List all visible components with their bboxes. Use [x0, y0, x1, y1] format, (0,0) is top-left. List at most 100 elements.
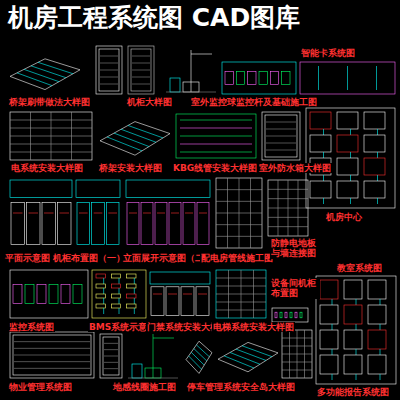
cad-stroke — [104, 362, 118, 363]
cad-stroke — [129, 213, 137, 214]
drawing-caption: 机柜大样图 — [126, 97, 173, 107]
cad-frame — [151, 287, 164, 316]
cad-stroke — [153, 338, 174, 339]
cad-stroke — [31, 66, 66, 78]
cad-frame — [127, 284, 136, 288]
cad-stroke — [199, 213, 207, 214]
cad-frame — [96, 274, 105, 278]
cad-stroke — [132, 77, 150, 78]
cad-iso — [186, 341, 212, 373]
cad-stroke — [289, 330, 290, 378]
cad-frame — [344, 280, 362, 299]
cad-stroke — [119, 308, 120, 314]
cad-frame — [131, 49, 151, 91]
cad-stroke — [332, 299, 333, 305]
cad-frame — [197, 203, 209, 245]
cad-stroke — [51, 112, 52, 160]
cad-stroke — [132, 56, 150, 57]
cad-frame — [111, 274, 120, 278]
cad-frame — [248, 72, 256, 85]
cad-frame — [362, 66, 385, 67]
cad-stroke — [380, 299, 381, 305]
cad-stroke — [191, 54, 212, 55]
cad-frame — [304, 66, 327, 67]
cad-frame — [150, 272, 210, 284]
cad-frame — [13, 284, 22, 303]
cad-stroke — [377, 129, 378, 135]
cad-thumbnail — [272, 308, 308, 322]
cad-stroke — [153, 334, 154, 378]
cad-frame — [344, 355, 362, 374]
cad-stroke — [100, 56, 118, 57]
cad-iso — [10, 59, 80, 90]
cad-stroke — [104, 368, 118, 369]
cad-stroke — [180, 144, 252, 145]
cad-frame — [280, 312, 282, 318]
cad-frame — [320, 305, 338, 324]
cad-frame — [111, 284, 120, 288]
cad-stroke — [356, 324, 357, 330]
cad-frame — [42, 203, 56, 245]
cad-stroke — [14, 368, 90, 369]
cad-thumbnail — [316, 276, 396, 384]
cad-frame — [100, 334, 122, 378]
cad-stroke — [103, 298, 104, 304]
cad-frame — [316, 276, 396, 384]
cad-frame — [304, 72, 327, 73]
cad-frame — [37, 284, 46, 303]
cad-frame — [183, 203, 195, 245]
cad-frame — [295, 312, 297, 318]
cad-frame — [272, 308, 308, 322]
cad-stroke — [71, 112, 72, 160]
drawing-caption: 设备间机柜布置图 — [270, 278, 320, 299]
cad-frame — [225, 72, 233, 85]
cad-frame — [216, 178, 262, 248]
cad-frame — [344, 330, 362, 349]
cad-stroke — [104, 343, 118, 344]
drawing-caption: 多功能报告系统图 — [316, 387, 390, 397]
cad-stroke — [128, 378, 178, 379]
cad-stroke — [24, 69, 59, 81]
cad-stroke — [180, 152, 252, 153]
cad-stroke — [107, 137, 142, 151]
cad-stroke — [100, 63, 118, 64]
cad-stroke — [350, 175, 351, 181]
cad-frame — [337, 181, 358, 198]
cad-stroke — [119, 288, 120, 294]
cad-frame — [132, 364, 142, 378]
cad-frame — [13, 335, 91, 375]
cad-stroke — [250, 178, 251, 248]
cad-stroke — [288, 180, 289, 236]
cad-frame — [127, 274, 136, 278]
cad-stroke — [185, 213, 193, 214]
cad-frame — [73, 284, 82, 303]
cad-thumbnail — [222, 62, 296, 94]
cad-frame — [127, 304, 136, 308]
drawing-caption: 配电房管线施工图 — [200, 253, 274, 263]
drawing-caption: 教室系统图 — [336, 263, 383, 273]
cad-frame — [10, 270, 88, 318]
cad-stroke — [166, 92, 216, 93]
cad-frame — [96, 284, 105, 288]
drawing-caption: 电梯系统安装大样图 — [212, 322, 295, 332]
cad-frame — [285, 312, 287, 318]
cad-frame — [364, 158, 385, 175]
cad-frame — [300, 312, 302, 318]
cad-frame — [262, 112, 300, 160]
cad-stroke — [180, 136, 252, 137]
cad-stroke — [297, 330, 298, 378]
cad-stroke — [196, 345, 209, 357]
cad-stroke — [253, 270, 254, 318]
cad-stroke — [318, 78, 319, 84]
drawing-caption: 地感线圈施工图 — [112, 382, 177, 392]
cad-stroke — [332, 374, 333, 380]
cad-stroke — [350, 198, 351, 204]
cad-stroke — [29, 213, 39, 214]
cad-stroke — [168, 294, 177, 295]
cad-stroke — [134, 298, 135, 304]
title: 机房工程系统图 CAD图库 — [6, 4, 302, 33]
cad-frame — [290, 312, 292, 318]
cad-stroke — [356, 349, 357, 355]
drawing-caption: 物业管理系统图 — [8, 382, 73, 392]
cad-frame — [99, 49, 119, 91]
